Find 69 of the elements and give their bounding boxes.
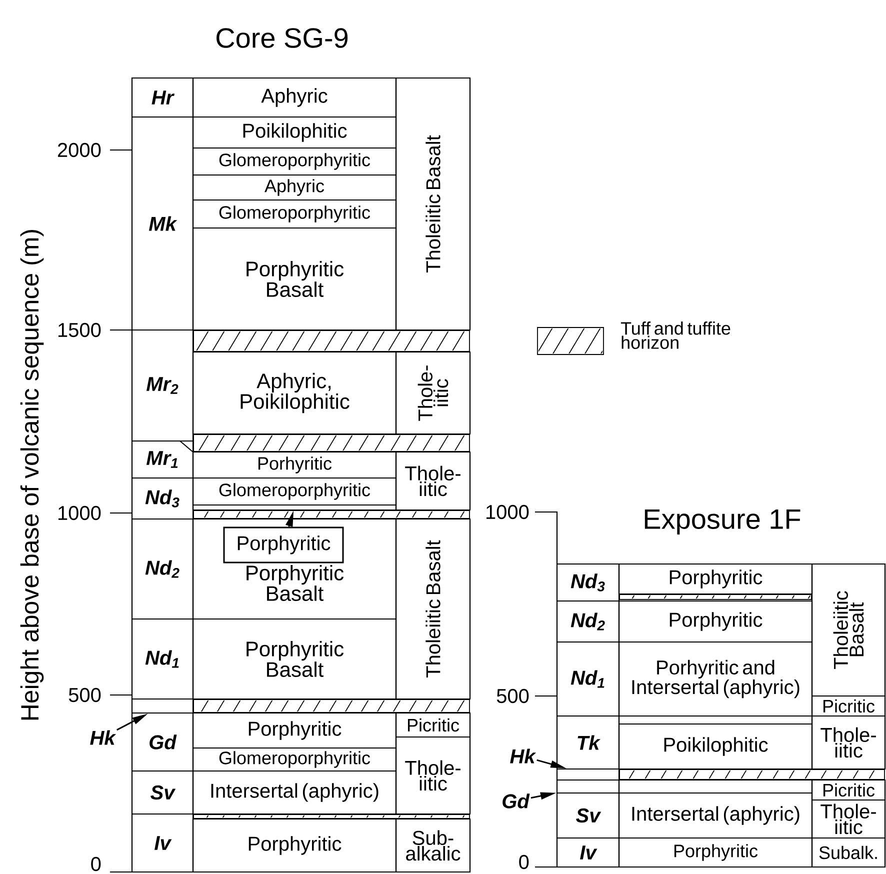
rock-cell: Thole- iitic [395,351,471,435]
title: Exposure 1F [644,509,800,535]
rock-cell: Picritic [811,695,886,717]
unit-cell: Nd$_{2}$ [131,518,194,620]
rock-cell: Sub- alkalic [395,818,471,873]
inset-box: Porphyritic [223,526,344,564]
rock-cell: Glomeroporphyritic [192,199,397,229]
tick-label: 0 [91,856,101,872]
rock-cell: Poikilophitic [618,723,813,770]
rock-cell: Intersertal (aphyric) [192,770,397,815]
thin-layer-cell [192,504,397,511]
rock-cell: Thole- iitic [395,736,471,815]
tick-label: 1000 [58,506,101,520]
tick-label: 500 [68,688,101,702]
rock-cell: Poikilophitic [192,116,397,149]
rock-cell: Intersertal (aphyric) [618,792,813,839]
unit-label: Hk [510,748,536,764]
unit-cell: Gd [131,712,194,772]
rock-cell: Porphyritic Basalt [192,618,397,700]
rock-cell: Tholeiitic Basalt [395,77,471,331]
rock-cell: Porphyritic [618,563,813,595]
rock-cell: Glomeroporphyritic [192,147,397,176]
thin-layer-cell [556,768,620,781]
rock-cell: Tholeiitic Basalt [811,563,886,697]
rock-cell: Aphyric [192,174,397,201]
unit-cell: Nd$_{1}$ [556,641,620,717]
unit-cell: Mr$_{1}$ [131,440,194,479]
unit-cell: Iv [556,837,620,868]
unit-cell: Iv [131,813,194,873]
unit-cell: Sv [131,770,194,815]
rock-cell: Porphyritic [192,712,397,749]
rock-cell: Subalk. [811,837,886,868]
tick-label: 1000 [486,504,529,520]
rock-cell: Thole- iitic [395,451,471,511]
rock-cell: Porphyritic [192,818,397,873]
rock-cell: Tholeiitic Basalt [395,518,471,700]
rock-cell: Porhyritic [192,451,397,479]
unit-cell: Nd$_{3}$ [131,477,194,520]
unit-cell: Nd$_{3}$ [556,563,620,602]
unit-cell: Mk [131,116,194,331]
rock-cell: Porphyritic [618,600,813,643]
rock-cell: Thole- iitic [811,715,886,770]
tick-label: 2000 [58,142,101,158]
unit-label: Hk [90,730,116,745]
title: Core SG-9 [216,28,348,48]
rock-cell: Thole- iitic [811,799,886,839]
axis-title: Height above base of volcanic sequence (m) [20,230,44,720]
tick-label: 1500 [58,322,101,338]
unit-cell: Mr$_{2}$ [131,329,194,442]
tick-label: 500 [496,688,529,704]
rock-cell: Porhyritic and Intersertal (aphyric) [618,641,813,717]
rock-cell: Aphyric [192,77,397,118]
rock-cell: Aphyric, Poikilophitic [192,351,397,435]
unit-cell: Nd$_{1}$ [131,618,194,700]
rock-cell: Porphyritic Basalt [192,227,397,331]
unit-label: Gd [502,794,530,808]
legend-label: Tuff and tuffite horizon [620,322,730,349]
rock-cell: Glomeroporphyritic [192,477,397,506]
unit-cell: Nd$_{2}$ [556,600,620,643]
unit-cell: Sv [556,792,620,839]
thin-layer-cell [556,779,620,794]
thin-layer-cell [131,698,194,714]
unit-cell: Tk [556,715,620,770]
rock-cell: Picritic [395,712,471,738]
tick-label: 0 [519,854,529,870]
unit-cell: Hr [131,77,194,118]
rock-cell: Glomeroporphyritic [192,747,397,772]
rock-cell: Picritic [811,779,886,801]
rock-cell: Porphyritic [618,837,813,868]
